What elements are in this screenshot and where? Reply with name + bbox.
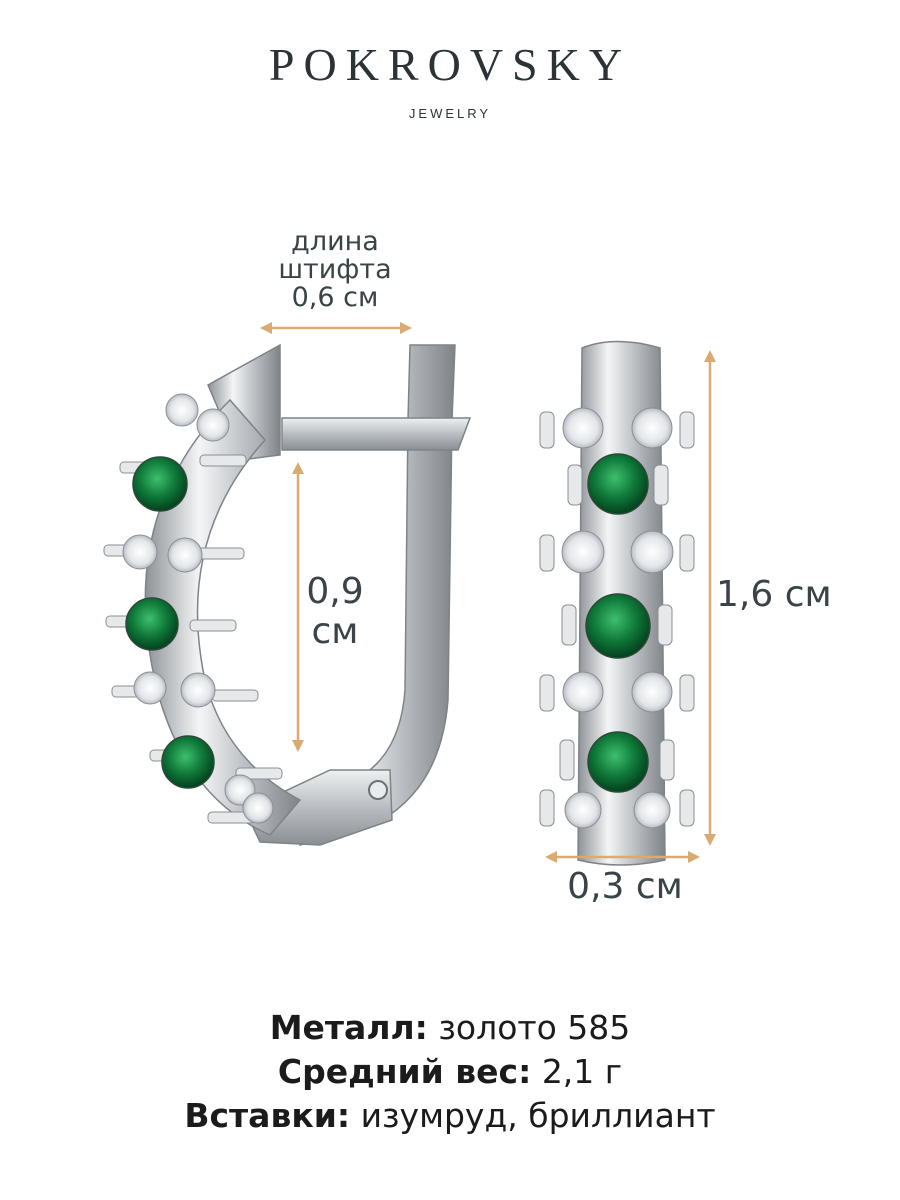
earring-bottom-hinge: [244, 769, 393, 846]
emerald: [125, 597, 179, 651]
diamond: [631, 671, 673, 713]
emerald: [161, 735, 215, 789]
diamond: [561, 530, 605, 574]
pin-length-dimension-line: [260, 322, 412, 334]
diamond: [564, 791, 602, 829]
spec-label: Вставки:: [184, 1096, 351, 1135]
product-illustration: [103, 322, 716, 866]
pin-length-label: длина штифта 0,6 см: [255, 228, 415, 312]
hinge-rivet: [368, 780, 388, 800]
emerald: [587, 731, 649, 793]
spec-inserts: Вставки: изумруд, бриллиант: [0, 1096, 900, 1135]
diamond: [562, 671, 604, 713]
diamond: [167, 537, 203, 573]
emerald: [132, 456, 188, 512]
diamond: [562, 407, 604, 449]
emerald: [585, 593, 651, 659]
spec-value: изумруд, бриллиант: [360, 1096, 716, 1135]
emerald: [587, 453, 649, 515]
pin-length-label-line: штифта: [278, 254, 392, 285]
earring-front-view: [539, 340, 695, 866]
diamond: [242, 792, 274, 824]
width-label: 0,3 см: [567, 866, 683, 907]
diamond: [133, 671, 167, 705]
diamond: [633, 791, 671, 829]
inner-height-label: 0,9 см: [290, 572, 380, 652]
inner-height-unit: см: [311, 611, 359, 652]
spec-weight: Средний вес: 2,1 г: [0, 1052, 900, 1091]
total-height-dimension-line: [704, 350, 716, 846]
diamond: [630, 530, 674, 574]
inner-height-value: 0,9: [306, 571, 364, 612]
earring-side-view: [103, 343, 472, 846]
pin-length-label-line: длина: [291, 226, 379, 257]
diamond: [122, 534, 158, 570]
spec-value: 2,1 г: [541, 1052, 623, 1091]
brand-subtitle: JEWELRY: [408, 106, 492, 121]
diamond: [165, 393, 199, 427]
spec-value: золото 585: [438, 1008, 631, 1047]
diamond: [631, 407, 673, 449]
spec-label: Средний вес:: [277, 1052, 532, 1091]
width-dimension-line: [545, 851, 700, 863]
pin-length-value: 0,6 см: [291, 282, 379, 313]
spec-label: Металл:: [269, 1008, 428, 1047]
diamond: [196, 408, 230, 442]
total-height-label: 1,6 см: [716, 574, 832, 615]
diamond: [180, 672, 216, 708]
brand-logo-text: POKROVSKY: [268, 39, 632, 90]
inner-height-dimension-line: [292, 462, 304, 752]
spec-metal: Металл: золото 585: [0, 1008, 900, 1047]
earring-clasp-bar: [281, 417, 472, 451]
